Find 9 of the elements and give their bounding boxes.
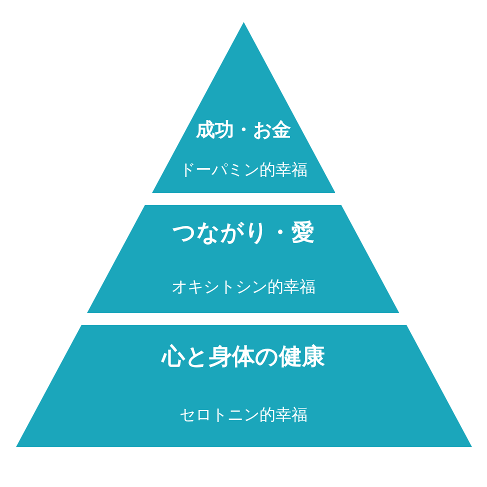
pyramid-top-triangle — [152, 22, 336, 193]
tier-caption: セロトニン的幸福 — [178, 405, 308, 425]
pyramid-tier — [16, 325, 472, 447]
pyramid-tier — [87, 205, 400, 313]
tier-heading: つながり・愛 — [171, 219, 316, 247]
tier-caption: オキシトシン的幸福 — [170, 277, 316, 297]
tier-heading: 心と身体の健康 — [160, 343, 326, 371]
tier-caption: ドーパミン的幸福 — [178, 160, 308, 180]
tier-heading: 成功・お金 — [194, 118, 292, 142]
